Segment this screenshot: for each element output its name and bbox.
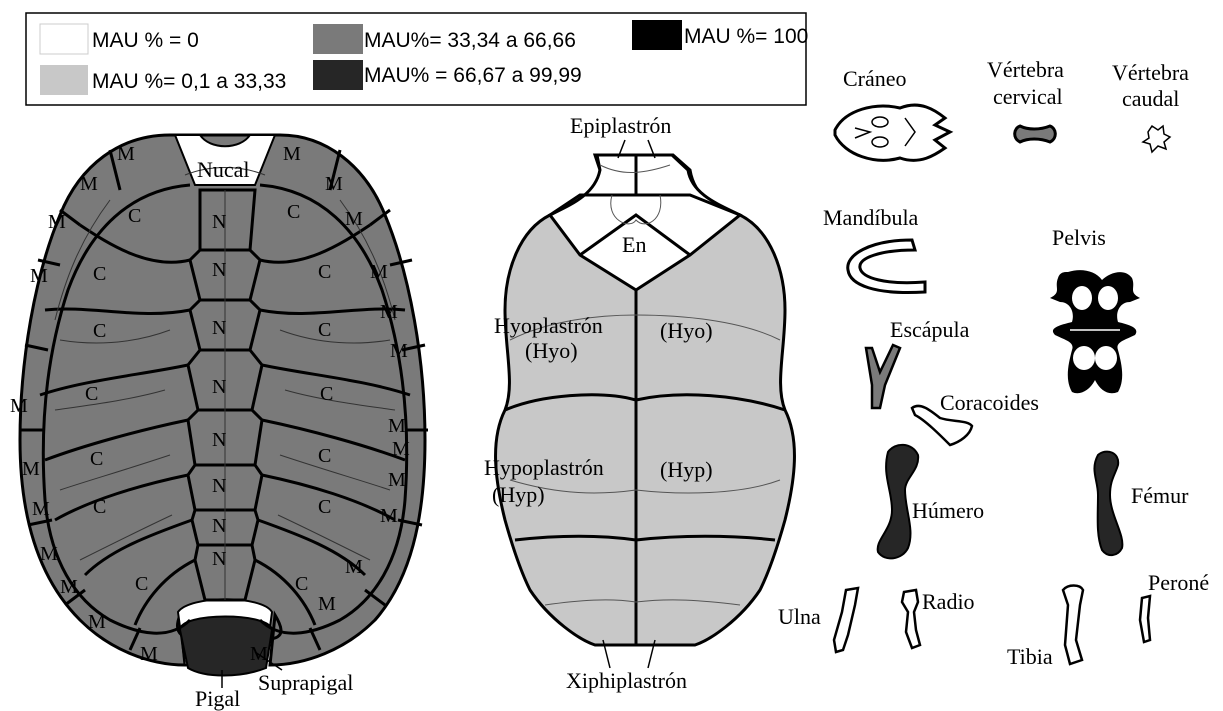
marginal-label: M [283,143,301,165]
epiplastron-label: Epiplastrón [570,113,671,138]
pelvis-icon [1050,270,1140,393]
neural-label: N [212,211,226,233]
cervical-vertebra-icon [1015,126,1056,142]
legend-label-mau-0: MAU % = 0 [92,29,199,52]
marginal-label: M [140,643,158,665]
hyoplastron-abbr-left: (Hyo) [525,338,578,363]
costal-label: C [295,573,308,595]
vertebra-cervical-label-1: Vértebra [987,57,1064,82]
neural-label: N [212,317,226,339]
costal-label: C [128,205,141,227]
legend-label-mau-66-99: MAU% = 66,67 a 99,99 [364,64,582,87]
marginal-label: M [345,556,363,578]
suprapigal-label: Suprapigal [258,670,353,695]
costal-label: C [318,496,331,518]
costal-label: C [287,201,300,223]
neural-label: N [212,259,226,281]
neural-label: N [212,515,226,537]
costal-label: C [93,263,106,285]
costal-label: C [85,383,98,405]
hypoplastron-label: Hypoplastrón [484,455,604,480]
legend-swatch-mau-0-1-33 [40,65,88,95]
plastron: Epiplastrón En Hyoplastrón (Hyo) (Hyo) H… [484,113,794,693]
legend-label-mau-33-66: MAU%= 33,34 a 66,66 [364,29,576,52]
radio-label: Radio [922,589,975,614]
nucal-label: Nucal [197,157,250,182]
marginal-label: M [60,576,78,598]
femur-icon [1094,452,1122,556]
neural-label: N [212,376,226,398]
tibia-icon [1063,586,1083,665]
legend-swatch-mau-100 [632,20,682,50]
legend-swatch-mau-66-99 [313,60,363,90]
marginal-label: M [388,469,406,491]
marginal-label: M [325,173,343,195]
humero-label: Húmero [912,498,984,523]
ulna-label: Ulna [778,604,821,629]
hyoplastron-label: Hyoplastrón [494,313,603,338]
neural-labels: N N N N N N N N [212,211,226,570]
vertebra-caudal-label-1: Vértebra [1112,60,1189,85]
costal-label: C [318,445,331,467]
perone-label: Peroné [1148,570,1209,595]
skull-icon [835,105,950,160]
costal-label: C [320,383,333,405]
marginal-label: M [380,505,398,527]
tibia-label: Tibia [1007,644,1053,669]
costal-label: C [90,448,103,470]
mandible-icon [848,240,925,293]
escapula-label: Escápula [890,317,970,342]
marginal-label: M [22,458,40,480]
costal-label: C [318,319,331,341]
marginal-label: M [30,265,48,287]
marginal-label: M [10,395,28,417]
mandibula-label: Mandíbula [823,205,919,230]
legend: MAU % = 0 MAU%= 33,34 a 66,66 MAU %= 100… [26,13,808,105]
femur-label: Fémur [1131,483,1189,508]
pigal-label: Pigal [195,686,240,711]
marginal-label: M [88,611,106,633]
marginal-label: M [48,211,66,233]
marginal-label: M [390,340,408,362]
xiphiplastron-label: Xiphiplastrón [566,668,687,693]
bones: Cráneo Vértebra cervical Vértebra caudal… [778,57,1209,669]
marginal-label: M [370,261,388,283]
costal-label: C [93,496,106,518]
fibula-icon [1140,596,1150,642]
vertebra-caudal-label-2: caudal [1122,86,1179,111]
marginal-label: M [318,593,336,615]
legend-swatch-mau-33-66 [313,24,363,54]
marginal-label: M [380,301,398,323]
hypoplastron-abbr-left: (Hyp) [492,482,545,507]
neural-label: N [212,475,226,497]
caudal-vertebra-icon [1143,126,1170,152]
costal-label: C [93,320,106,342]
entoplastron-label: En [622,232,646,257]
scapula-icon [866,345,900,408]
legend-label-mau-100: MAU %= 100 [684,25,808,48]
marginal-label: M [40,543,58,565]
marginal-label: M [388,415,406,437]
craneo-label: Cráneo [843,66,907,91]
legend-swatch-mau-0 [40,24,88,54]
marginal-label: M [80,173,98,195]
legend-label-mau-0-1-33: MAU %= 0,1 a 33,33 [92,70,286,93]
ulna-icon [834,588,858,652]
neural-label: N [212,429,226,451]
marginal-label: M [117,143,135,165]
hypoplastron-abbr-right: (Hyp) [660,457,713,482]
marginal-label: M [32,498,50,520]
pelvis-label: Pelvis [1052,225,1106,250]
marginal-label: M [345,208,363,230]
neural-label: N [212,548,226,570]
costal-label: C [135,573,148,595]
hyoplastron-abbr-right: (Hyo) [660,318,713,343]
costal-label: C [318,261,331,283]
radius-icon [902,590,920,648]
marginal-label: M [392,438,410,460]
coracoides-label: Coracoides [940,390,1039,415]
carapace: Nucal N N N N N N N N C C C C C C C C C … [10,135,428,711]
vertebra-cervical-label-2: cervical [993,84,1063,109]
